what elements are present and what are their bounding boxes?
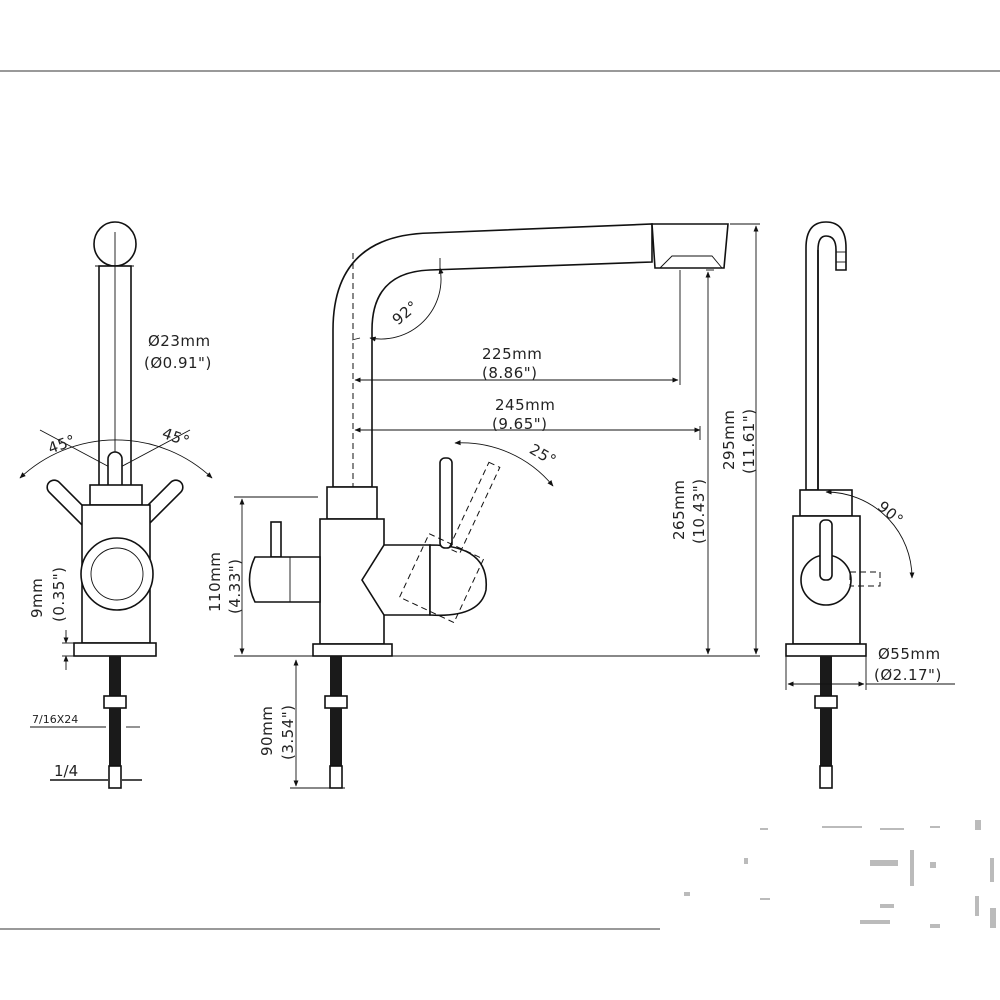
right-base-diameter-mm: Ø55mm: [878, 645, 941, 663]
left-angle-left: 45°: [46, 431, 79, 458]
front-reach-long-mm: 245mm: [495, 396, 555, 414]
front-spout-angle: 92°: [389, 297, 422, 329]
left-pipe-spec: 1/4: [54, 762, 78, 780]
front-spout-height-in: (10.43"): [690, 478, 708, 544]
left-diameter-in: (Ø0.91"): [144, 354, 212, 372]
front-body-height-mm: 110mm: [206, 552, 224, 612]
left-angle-right: 45°: [160, 424, 193, 451]
right-spout: [805, 221, 847, 491]
left-thread-spec: 7/16X24: [32, 713, 78, 726]
right-lever-angle: 90°: [874, 497, 907, 529]
right-base-diameter-in: (Ø2.17"): [874, 666, 942, 684]
front-body-height-in: (4.33"): [226, 558, 244, 614]
left-offset-in: (0.35"): [50, 566, 68, 622]
front-view: [234, 223, 760, 789]
front-total-height-mm: 295mm: [720, 410, 738, 470]
front-reach-short-in: (8.86"): [482, 364, 538, 382]
left-view: [19, 221, 213, 789]
front-total-height-in: (11.61"): [740, 408, 758, 474]
front-shank-length-mm: 90mm: [258, 706, 276, 756]
left-offset-mm: 9mm: [28, 578, 46, 618]
front-shank-length-in: (3.54"): [279, 704, 297, 760]
left-handle-hub: [80, 537, 154, 611]
left-body: [89, 484, 143, 506]
right-view: [785, 221, 955, 789]
front-spout-height-mm: 265mm: [670, 480, 688, 540]
scan-artifacts: [684, 820, 996, 928]
front-reach-long-in: (9.65"): [492, 415, 548, 433]
front-reach-short-mm: 225mm: [482, 345, 542, 363]
left-diameter-mm: Ø23mm: [148, 332, 211, 350]
